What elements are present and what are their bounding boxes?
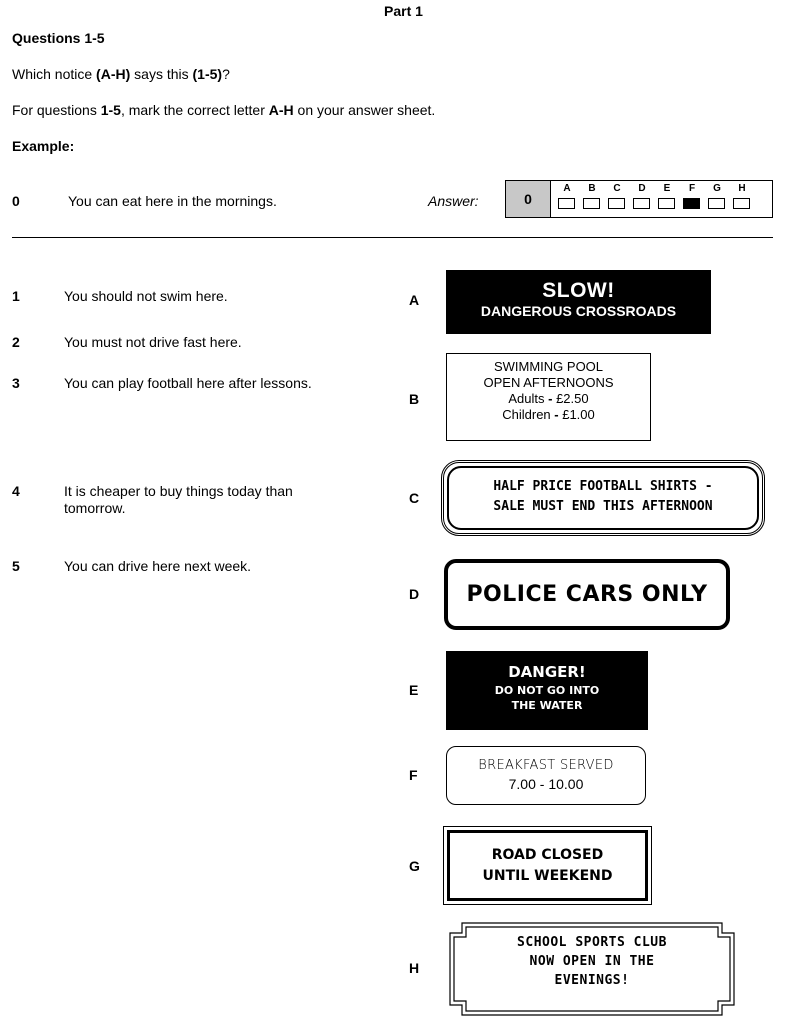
notice-d-line-1: POLICE CARS ONLY [466,582,708,607]
example-number: 0 [12,193,20,209]
notice-b-line-4: Children - £1.00 [447,407,650,423]
question-1-text: You should not swim here. [64,288,228,304]
notice-e-sign: DANGER! DO NOT GO INTO THE WATER [446,651,648,730]
instruction-line-2: For questions 1-5, mark the correct lett… [12,102,435,118]
answer-option-box [558,198,575,209]
notice-h-line-1: SCHOOL SPORTS CLUB [517,935,667,950]
notice-f-line-2: 7.00 - 10.00 [508,776,584,792]
notice-b-adults-price: £2.50 [556,391,589,406]
notice-e-line-1: DANGER! [508,663,586,681]
notice-b-adults-label: Adults [508,391,545,406]
question-5-number: 5 [12,558,20,574]
instruction-1-numbers: (1-5) [192,66,223,82]
answer-option-letter: F [688,183,696,194]
instruction-2-letters: A-H [268,102,294,118]
instruction-1-text: Which notice [12,66,97,82]
notice-letter-b: B [409,391,420,407]
question-5-text: You can drive here next week. [64,558,252,574]
notice-a-sign: SLOW! DANGEROUS CROSSROADS [446,270,711,334]
answer-option-letter: E [663,183,671,194]
notice-letter-d: D [409,586,420,602]
notice-d-sign: POLICE CARS ONLY [444,559,730,630]
notice-letter-g: G [409,858,420,874]
notice-letter-e: E [409,682,419,698]
instruction-2-text: For questions [12,102,101,118]
answer-option-box [608,198,625,209]
answer-option-box [683,198,700,209]
notice-letter-h: H [409,960,420,976]
answer-option-box [658,198,675,209]
notice-c-sign: HALF PRICE FOOTBALL SHIRTS - SALE MUST E… [441,460,765,536]
notice-a-line-2: DANGEROUS CROSSROADS [480,303,677,319]
notice-h-line-2: NOW OPEN IN THE [529,954,655,969]
instruction-2-text-end: on your answer sheet. [293,102,436,118]
example-answer-box: 0 A B C D E F G H [505,180,773,218]
notice-letter-c: C [409,490,420,506]
question-1-number: 1 [12,288,20,304]
answer-option-box [733,198,750,209]
notice-a-line-1: SLOW! [542,279,615,302]
notice-c-line-2: SALE MUST END THIS AFTERNOON [493,499,713,514]
answer-option-box [583,198,600,209]
notice-b-adults-sep: - [544,391,557,406]
notice-f-sign: BREAKFAST SERVED 7.00 - 10.00 [446,746,646,805]
instruction-1-letters: (A-H) [96,66,131,82]
answer-number: 0 [506,181,551,217]
instruction-1-text-mid: says this [130,66,193,82]
notice-b-line-3: Adults - £2.50 [447,391,650,407]
answer-option-box [708,198,725,209]
notice-c-line-1: HALF PRICE FOOTBALL SHIRTS - [493,479,713,494]
notice-h-line-3: EVENINGS! [554,973,630,988]
notice-b-children-sep: - [550,407,563,422]
notice-b-children-label: Children [502,407,551,422]
question-4-number: 4 [12,483,20,499]
instruction-2-text-mid: , mark the correct letter [120,102,269,118]
notice-c-inner: HALF PRICE FOOTBALL SHIRTS - SALE MUST E… [447,466,759,530]
question-2-number: 2 [12,334,20,350]
notice-h-frame [449,922,735,1016]
answer-option-letter: A [563,183,571,194]
notice-b-line-1: SWIMMING POOL [493,359,604,374]
notice-g-inner: ROAD CLOSED UNTIL WEEKEND [447,830,648,901]
question-4-text: It is cheaper to buy things today than t… [64,483,293,516]
instruction-line-1: Which notice (A-H) says this (1-5)? [12,66,230,82]
divider-line [12,237,773,238]
instruction-1-text-end: ? [222,66,230,82]
notice-b-sign: SWIMMING POOL OPEN AFTERNOONS Adults - £… [446,353,651,441]
answer-option-letter: D [638,183,646,194]
notice-b-children-price: £1.00 [562,407,595,422]
answer-label: Answer: [428,193,479,209]
notice-h-sign: SCHOOL SPORTS CLUB NOW OPEN IN THE EVENI… [448,921,736,1017]
notice-e-line-2: DO NOT GO INTO [494,684,600,697]
notice-b-line-2: OPEN AFTERNOONS [483,375,614,390]
notice-f-line-1: BREAKFAST SERVED [478,758,614,773]
question-3-number: 3 [12,375,20,391]
notice-letter-a: A [409,292,420,308]
answer-option-letter: C [613,183,621,194]
answer-option-box [633,198,650,209]
answer-option-letter: H [738,183,746,194]
notice-e-line-3: THE WATER [511,699,583,712]
example-text: You can eat here in the mornings. [68,193,277,209]
notice-g-line-2: UNTIL WEEKEND [482,868,613,884]
example-label: Example: [12,138,75,154]
part-title: Part 1 [384,3,423,19]
answer-option-letter: B [588,183,596,194]
answer-option-letter: G [713,183,721,194]
notice-g-sign: ROAD CLOSED UNTIL WEEKEND [443,826,652,905]
question-3-text: You can play football here after lessons… [64,375,312,391]
notice-g-line-1: ROAD CLOSED [491,847,604,863]
notice-letter-f: F [409,767,418,783]
questions-heading: Questions 1-5 [12,30,105,46]
instruction-2-numbers: 1-5 [100,102,121,118]
notice-h-text: SCHOOL SPORTS CLUB NOW OPEN IN THE EVENI… [448,933,736,990]
question-2-text: You must not drive fast here. [64,334,242,350]
